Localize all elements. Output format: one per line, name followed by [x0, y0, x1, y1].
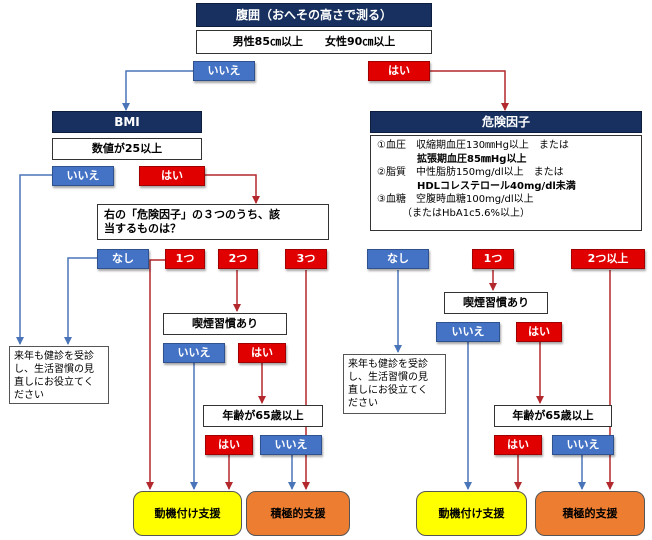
bmi-no-button: いいえ — [52, 166, 114, 186]
right-age-box: 年齢が65歳以上 — [494, 405, 612, 427]
arrow-left-none — [64, 257, 97, 345]
risk-line-5: ③血糖 空腹時血糖100mg/dl以上 — [377, 194, 534, 205]
right-age-yes-button: はい — [494, 435, 542, 455]
risk-line-6: （またはHbA1c5.6%以上） — [377, 207, 530, 219]
arrow-waist-yes — [430, 70, 509, 111]
right-one-button: 1つ — [472, 249, 514, 269]
risk-line-1: ①血圧 収縮期血圧130㎜Hg以上 または — [377, 140, 569, 151]
right-age-no-button: いいえ — [552, 435, 614, 455]
left-next-year-note: 来年も健診を受診 し、生活習慣の見 直しにお役立てく ださい — [9, 346, 109, 404]
left-age-no-button: いいえ — [260, 435, 322, 455]
right-active-support: 積極的支援 — [535, 491, 645, 536]
left-none-button: なし — [97, 249, 149, 269]
left-smoke-yes-button: はい — [238, 343, 286, 363]
left-two-button: 2つ — [218, 249, 258, 269]
risk-question: 右の「危険因子」の３つのうち、該 当するものは？ — [97, 204, 329, 240]
risk-factor-list: ①血圧 収縮期血圧130㎜Hg以上 または 拡張期血圧85㎜Hg以上 ②脂質 中… — [370, 135, 642, 231]
left-age-box: 年齢が65歳以上 — [203, 405, 323, 427]
left-three-button: 3つ — [285, 249, 327, 269]
risk-line-2: 拡張期血圧85㎜Hg以上 — [377, 153, 527, 165]
right-two-plus-button: 2つ以上 — [571, 249, 645, 269]
waist-no-button: いいえ — [193, 61, 255, 81]
right-motivational-support: 動機付け支援 — [416, 491, 527, 536]
right-none-button: なし — [367, 249, 429, 269]
waist-criteria: 男性85㎝以上 女性90㎝以上 — [196, 30, 432, 54]
risk-line-4: HDLコレステロール40mg/dl未満 — [377, 180, 576, 192]
arrow-bmi-yes — [205, 174, 260, 204]
bmi-criteria: 数値が25以上 — [52, 138, 202, 160]
left-motivational-support: 動機付け支援 — [133, 491, 242, 536]
left-smoke-no-button: いいえ — [163, 343, 225, 363]
left-one-button: 1つ — [165, 249, 205, 269]
risk-line-3: ②脂質 中性脂肪150mg/dl以上 または — [377, 167, 564, 178]
left-smoking-box: 喫煙習慣あり — [163, 313, 287, 335]
arrow-bmi-no — [16, 174, 52, 345]
right-smoke-no-button: いいえ — [436, 322, 500, 342]
waist-yes-button: はい — [368, 61, 430, 81]
arrow-left-one — [146, 259, 165, 490]
right-next-year-note: 来年も健診を受診 し、生活習慣の見 直しにお役立てく ださい — [343, 354, 446, 414]
bmi-title: BMI — [52, 111, 202, 133]
waist-title: 腹囲（おへその高さで測る） — [196, 3, 432, 27]
risk-factor-title: 危険因子 — [370, 111, 642, 133]
left-active-support: 積極的支援 — [246, 491, 350, 536]
right-smoke-yes-button: はい — [516, 322, 562, 342]
left-age-yes-button: はい — [205, 435, 253, 455]
right-smoking-box: 喫煙習慣あり — [444, 292, 548, 314]
bmi-yes-button: はい — [139, 166, 205, 186]
arrow-waist-no — [122, 70, 193, 111]
